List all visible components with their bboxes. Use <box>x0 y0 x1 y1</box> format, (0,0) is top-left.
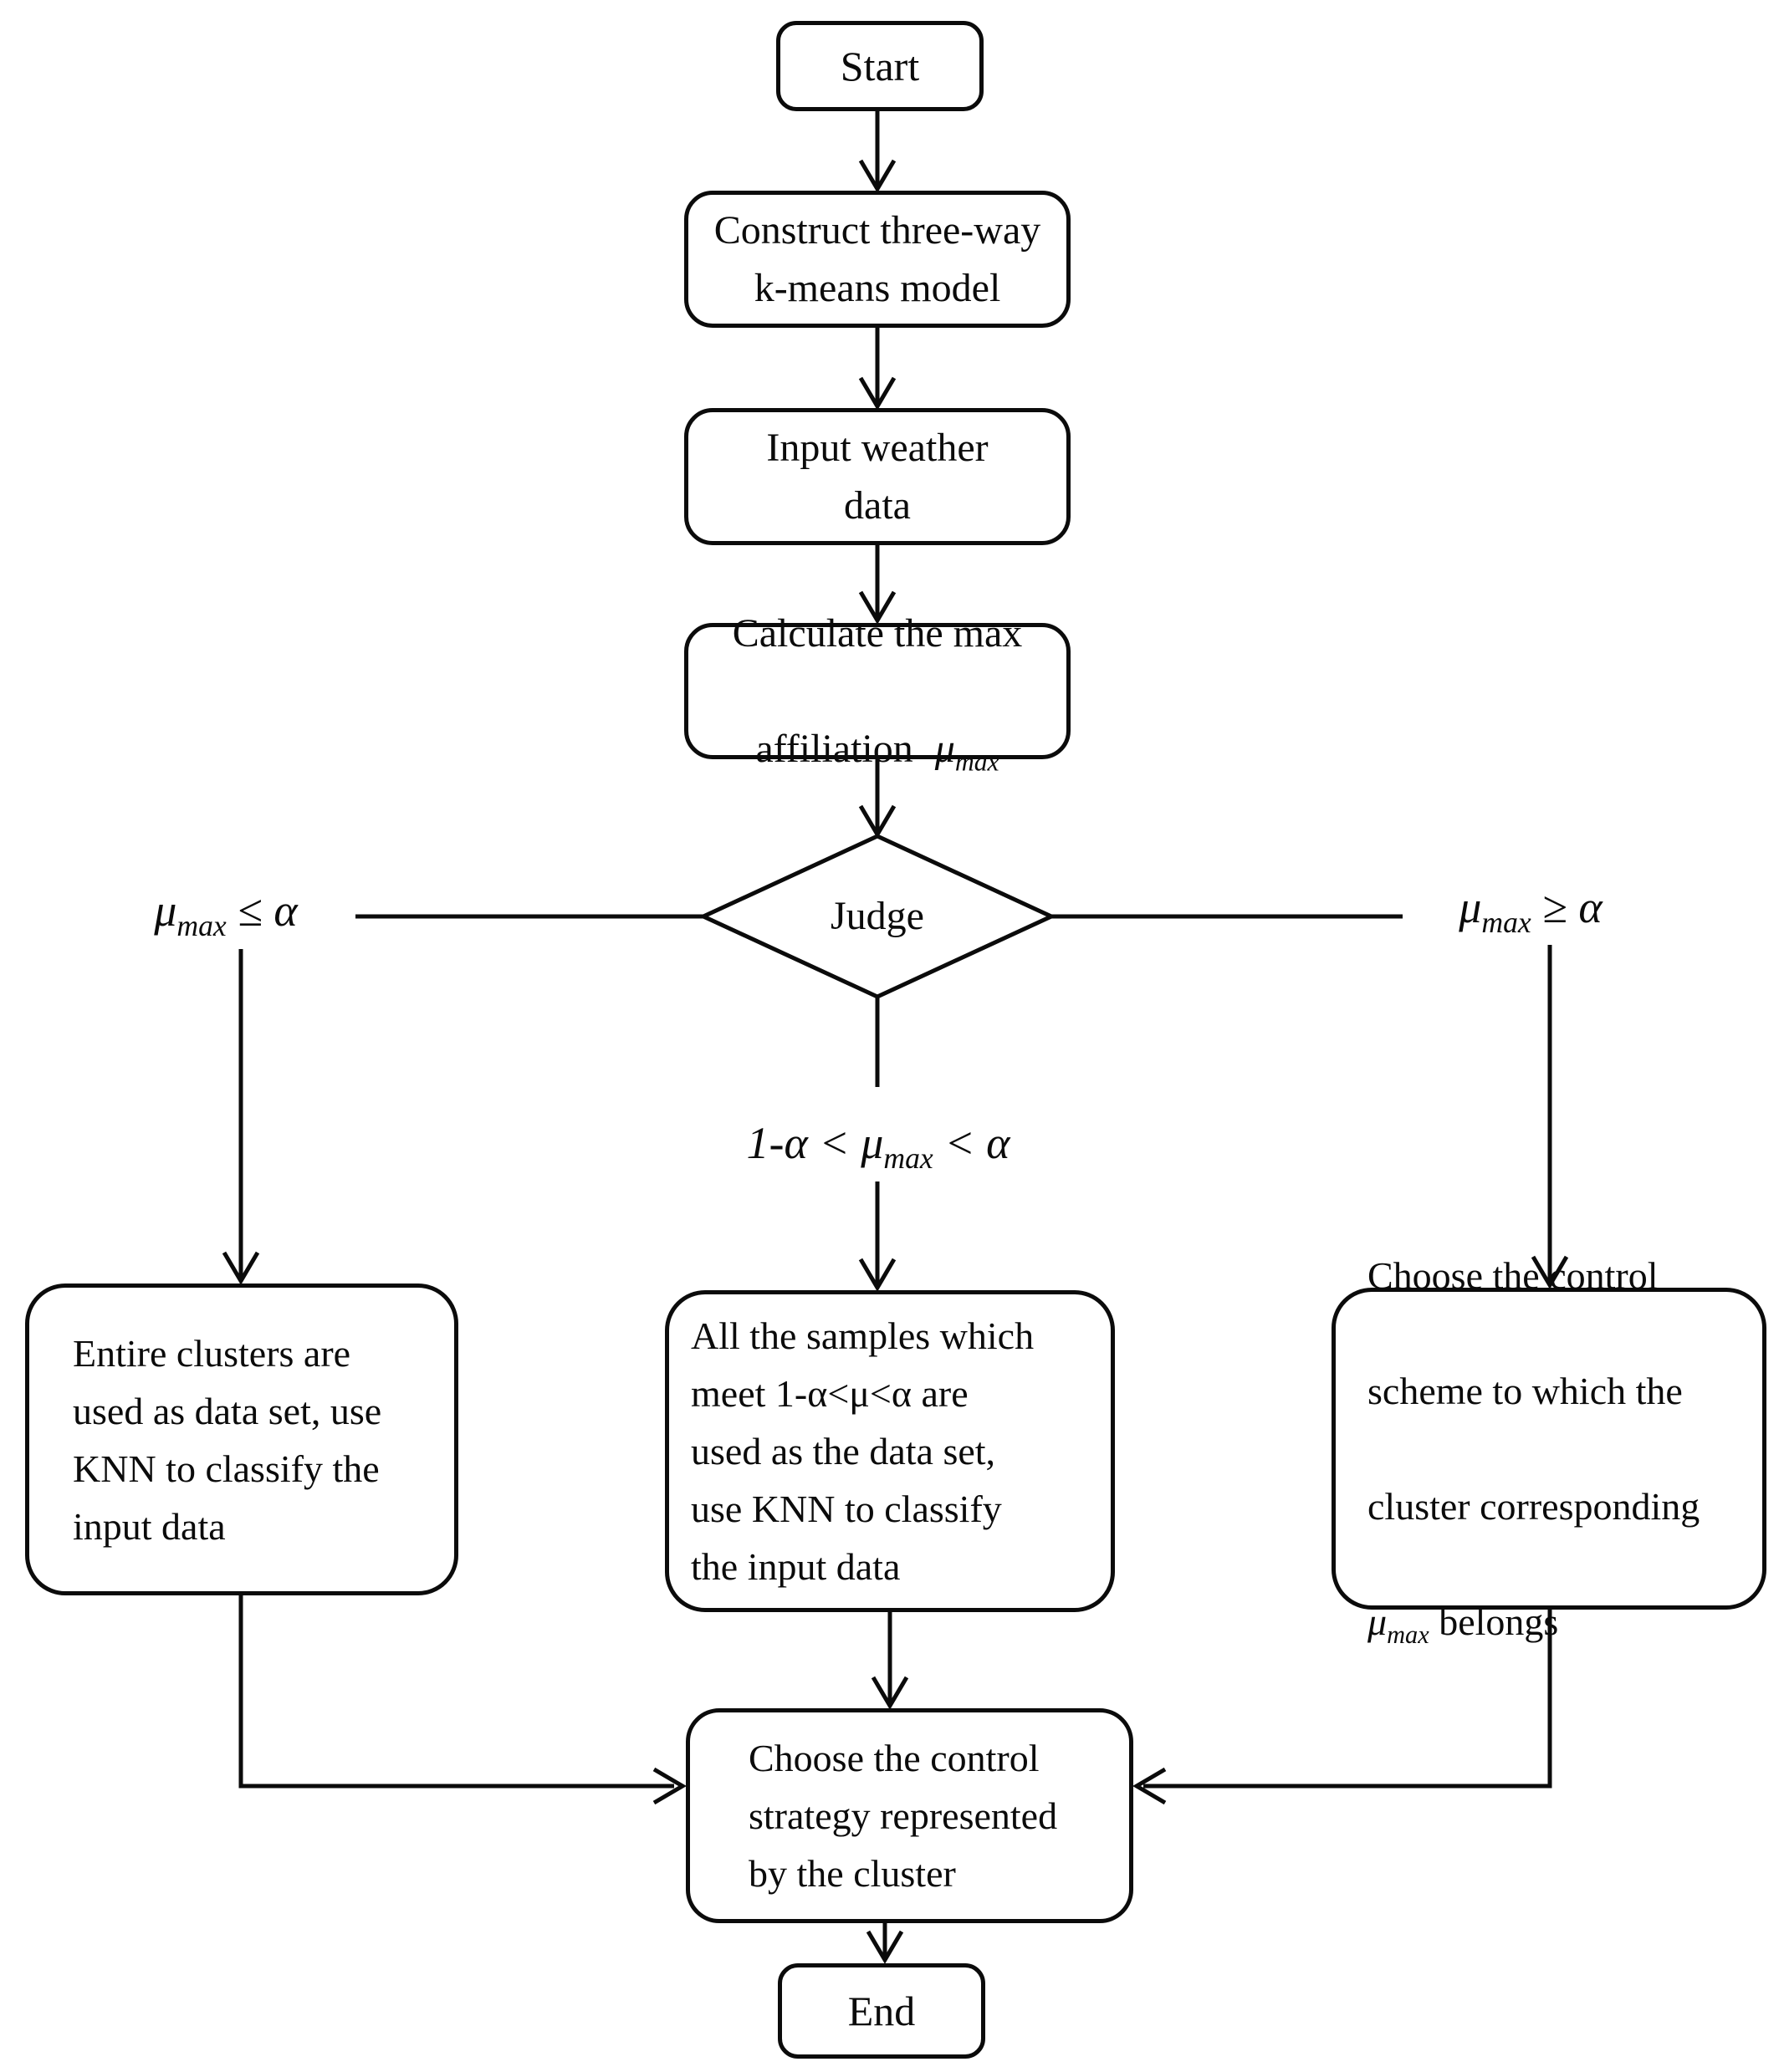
samples-subset-node: All the samples which meet 1-α<μ<α are u… <box>665 1290 1115 1612</box>
input-weather-text: Input weather data <box>766 425 989 528</box>
samples-subset-text: All the samples which meet 1-α<μ<α are u… <box>691 1314 1035 1588</box>
entire-clusters-text: Entire clusters are used as data set, us… <box>73 1331 382 1548</box>
start-label: Start <box>840 43 920 89</box>
end-label: End <box>847 1988 916 2034</box>
choose-strategy-node: Choose the control strategy represented … <box>686 1708 1133 1923</box>
construct-model-text: Construct three-way k-means model <box>713 207 1041 310</box>
input-weather-node: Input weather data <box>684 408 1071 545</box>
choose-strategy-text: Choose the control strategy represented … <box>749 1737 1058 1895</box>
middle-condition-label: 1-α < μmax < α <box>746 1118 1010 1175</box>
end-node: End <box>778 1963 985 2059</box>
entire-clusters-node: Entire clusters are used as data set, us… <box>25 1284 458 1595</box>
mu-max-symbol: μmax <box>1367 1600 1429 1650</box>
start-node: Start <box>776 21 984 111</box>
judge-diamond <box>698 834 1056 999</box>
left-condition-label: μmax ≤ α <box>154 885 298 942</box>
choose-scheme-node: Choose the control scheme to which the c… <box>1332 1254 1766 1647</box>
right-condition-label: μmax ≥ α <box>1459 882 1603 939</box>
choose-scheme-text: Choose the control scheme to which the c… <box>1367 1254 1700 1650</box>
connector-left-elbow <box>238 1595 674 1789</box>
judge-label: Judge <box>831 894 924 938</box>
construct-model-node: Construct three-way k-means model <box>684 191 1071 328</box>
mu-max-symbol: μmax <box>934 727 999 777</box>
connector-right-elbow <box>1143 1610 1552 1789</box>
